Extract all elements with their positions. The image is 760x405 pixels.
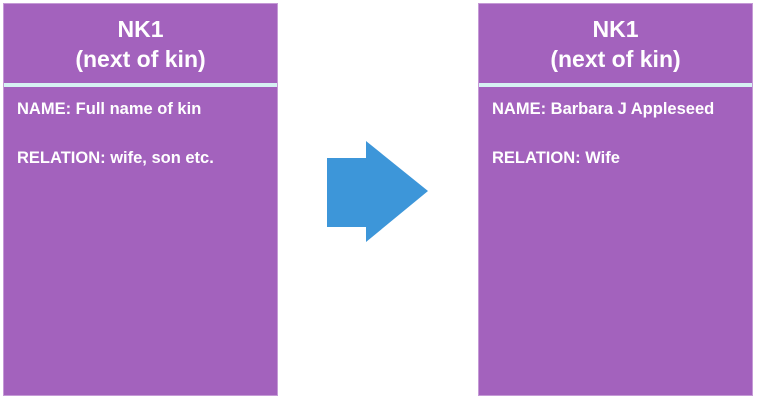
field-label: RELATION: (492, 149, 586, 167)
card-body: NAME: Barbara J Appleseed RELATION: Wife (479, 87, 752, 170)
field-label: RELATION: (17, 149, 111, 167)
nk1-template-card: NK1 (next of kin) NAME: Full name of kin… (3, 3, 278, 396)
header-divider (479, 83, 752, 87)
arrow-right-icon (327, 141, 428, 242)
card-body: NAME: Full name of kin RELATION: wife, s… (4, 87, 277, 170)
field-value: Wife (585, 149, 620, 167)
card-subtitle: (next of kin) (550, 46, 681, 72)
header-divider (4, 83, 277, 87)
field-value: Barbara J Appleseed (550, 100, 715, 118)
relation-field: RELATION: Wife (492, 146, 740, 170)
name-field: NAME: Full name of kin (17, 97, 265, 121)
card-title: NK1 (117, 16, 164, 42)
name-field: NAME: Barbara J Appleseed (492, 97, 740, 121)
card-subtitle: (next of kin) (75, 46, 206, 72)
field-value: Full name of kin (75, 100, 202, 118)
nk1-example-card: NK1 (next of kin) NAME: Barbara J Apples… (478, 3, 753, 396)
card-header: NK1 (next of kin) (4, 4, 277, 83)
field-label: NAME: (492, 100, 551, 118)
field-label: NAME: (17, 100, 76, 118)
card-title: NK1 (592, 16, 639, 42)
card-header: NK1 (next of kin) (479, 4, 752, 83)
relation-field: RELATION: wife, son etc. (17, 146, 265, 170)
field-value: wife, son etc. (110, 149, 214, 167)
